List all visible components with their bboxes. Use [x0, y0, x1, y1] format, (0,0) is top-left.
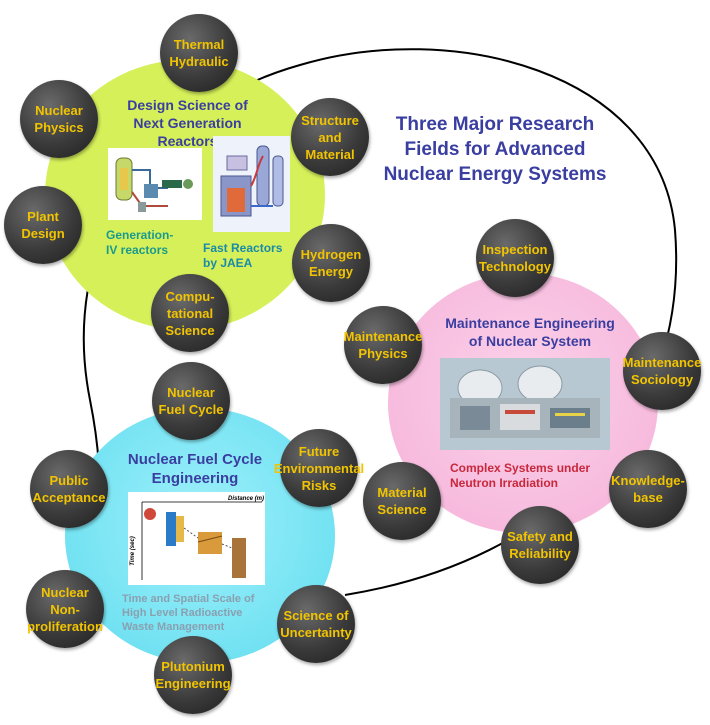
generation-iv-reactor-image	[108, 148, 202, 220]
node-knowledge-base: Knowledge- base	[609, 450, 687, 528]
fuel-cycle-title: Nuclear Fuel Cycle Engineering	[127, 451, 263, 487]
fast-reactors-caption: Fast Reactors by JAEA	[203, 241, 283, 270]
node-nuclear-nonproliferation: Nuclear Non- proliferation	[26, 570, 104, 648]
chart-xlabel: Distance (m)	[228, 496, 265, 502]
main-title: Three Major Research Fields for Advanced…	[383, 114, 607, 185]
node-nuclear-fuel-cycle: Nuclear Fuel Cycle	[152, 362, 230, 440]
node-plant-design: Plant Design	[4, 186, 82, 264]
generation-iv-caption: Generation- IV reactors	[106, 228, 174, 257]
nuclear-plant-image	[440, 358, 610, 450]
node-material-science: Material Science	[363, 462, 441, 540]
node-nuclear-physics: Nuclear Physics	[20, 80, 98, 158]
maintenance-title: Maintenance Engineering of Nuclear Syste…	[445, 315, 615, 349]
maintenance-caption: Complex Systems under Neutron Irradiatio…	[450, 461, 591, 490]
node-thermal-hydraulic: Thermal Hydraulic	[160, 14, 238, 92]
node-maintenance-physics: Maintenance Physics	[344, 306, 422, 384]
node-future-environmental-risks: Future Environmental Risks	[274, 429, 364, 507]
node-safety-reliability: Safety and Reliability	[501, 506, 579, 584]
node-maintenance-sociology: Maintenance Sociology	[623, 332, 701, 410]
node-public-acceptance: Public Acceptance	[30, 450, 108, 528]
node-science-uncertainty: Science of Uncertainty	[277, 585, 355, 663]
node-inspection-technology: Inspection Technology	[476, 219, 554, 297]
node-plutonium-engineering: Plutonium Engineering	[154, 636, 232, 714]
waste-scale-chart	[128, 492, 265, 585]
node-hydrogen-energy: Hydrogen Energy	[292, 224, 370, 302]
fast-reactor-image	[213, 136, 290, 232]
design-science-title: Design Science of Next Generation Reacto…	[127, 97, 248, 149]
node-structure-material: Structure and Material	[291, 98, 369, 176]
fuel-cycle-caption: Time and Spatial Scale of High Level Rad…	[122, 593, 255, 633]
node-computational-science: Compu- tational Science	[151, 274, 229, 352]
chart-ylabel: Time (sec)	[129, 536, 136, 566]
